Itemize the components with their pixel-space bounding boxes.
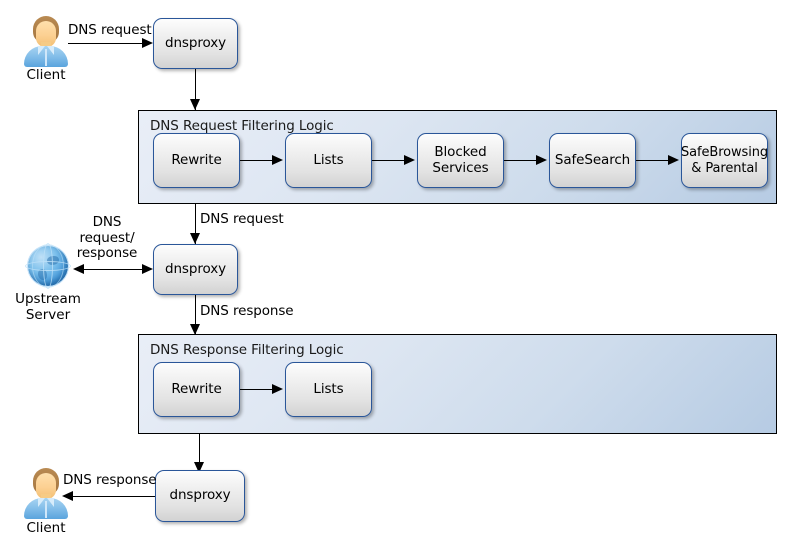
avatar-collar-left [38,498,45,507]
node-dnsproxy-mid[interactable]: dnsproxy [153,244,238,295]
avatar-collar-left [38,46,45,55]
avatar-collar-right [47,46,54,55]
edge-safesearch-to-safebrowsing-line [636,160,670,161]
edge-response-filtering-to-proxy-line [199,434,200,474]
client-top-caption: Client [26,67,66,83]
edge-response-filtering-to-proxy-arrowhead [194,462,204,473]
edge-blocked-to-safesearch-line [504,160,538,161]
avatar-collar-right [47,498,54,507]
edge-lists-to-blocked-line [372,160,406,161]
globe-meridian-secondary [32,244,64,288]
edge-proxy-to-request-filtering-arrowhead [190,99,200,110]
edge-proxy-to-request-filtering-line [195,69,196,111]
edge-client-to-proxy-line [68,43,144,44]
node-req-rewrite[interactable]: Rewrite [153,133,240,188]
edge-label-dns-response-bottom: DNS response [63,472,157,488]
edge-proxy-to-upstream-arrowhead-right [142,264,153,274]
edge-resp-rewrite-to-lists-line [240,389,274,390]
panel-request-filtering-title: DNS Request Filtering Logic [150,118,334,134]
globe-icon [25,243,71,289]
node-dnsproxy-bottom[interactable]: dnsproxy [155,470,245,522]
edge-proxy-to-upstream-line [82,269,144,270]
avatar-placket [45,501,47,518]
edge-label-dns-response-mid: DNS response [200,303,294,319]
edge-label-dns-request-top: DNS request [68,22,152,38]
avatar-face [36,473,56,499]
edge-proxy-to-client-line [71,496,155,497]
node-req-lists[interactable]: Lists [285,133,372,188]
node-resp-rewrite[interactable]: Rewrite [153,362,240,417]
avatar-placket [45,49,47,66]
node-resp-lists[interactable]: Lists [285,362,372,417]
node-req-safebrowsing-parental[interactable]: SafeBrowsing & Parental [681,133,768,188]
edge-blocked-to-safesearch-arrowhead [536,155,547,165]
avatar-face [36,21,56,47]
client-bottom-caption: Client [26,520,66,536]
edge-proxy-to-response-filtering-line [195,295,196,335]
edge-rewrite-to-lists-line [240,160,274,161]
edge-request-filtering-to-proxy-arrowhead [190,233,200,244]
edge-proxy-to-response-filtering-arrowhead [190,324,200,335]
edge-rewrite-to-lists-arrowhead [272,155,283,165]
node-req-safesearch[interactable]: SafeSearch [549,133,636,188]
edge-proxy-to-upstream-arrowhead-left [73,264,84,274]
panel-response-filtering-title: DNS Response Filtering Logic [150,342,344,358]
edge-lists-to-blocked-arrowhead [404,155,415,165]
edge-label-dns-request-mid: DNS request [200,211,284,227]
upstream-server-caption: Upstream Server [15,291,81,323]
edge-resp-rewrite-to-lists-arrowhead [272,384,283,394]
edge-request-filtering-to-proxy-line [195,204,196,245]
edge-safesearch-to-safebrowsing-arrowhead [668,155,679,165]
edge-proxy-to-client-arrowhead [62,491,73,501]
person-icon [22,468,70,519]
node-dnsproxy-top[interactable]: dnsproxy [153,18,238,69]
node-req-blocked-services[interactable]: Blocked Services [417,133,504,188]
panel-response-filtering: DNS Response Filtering Logic [138,334,777,434]
person-icon [22,16,70,67]
edge-client-to-proxy-arrowhead [142,38,153,48]
edge-label-dns-request-response: DNS request/ response [76,214,138,262]
